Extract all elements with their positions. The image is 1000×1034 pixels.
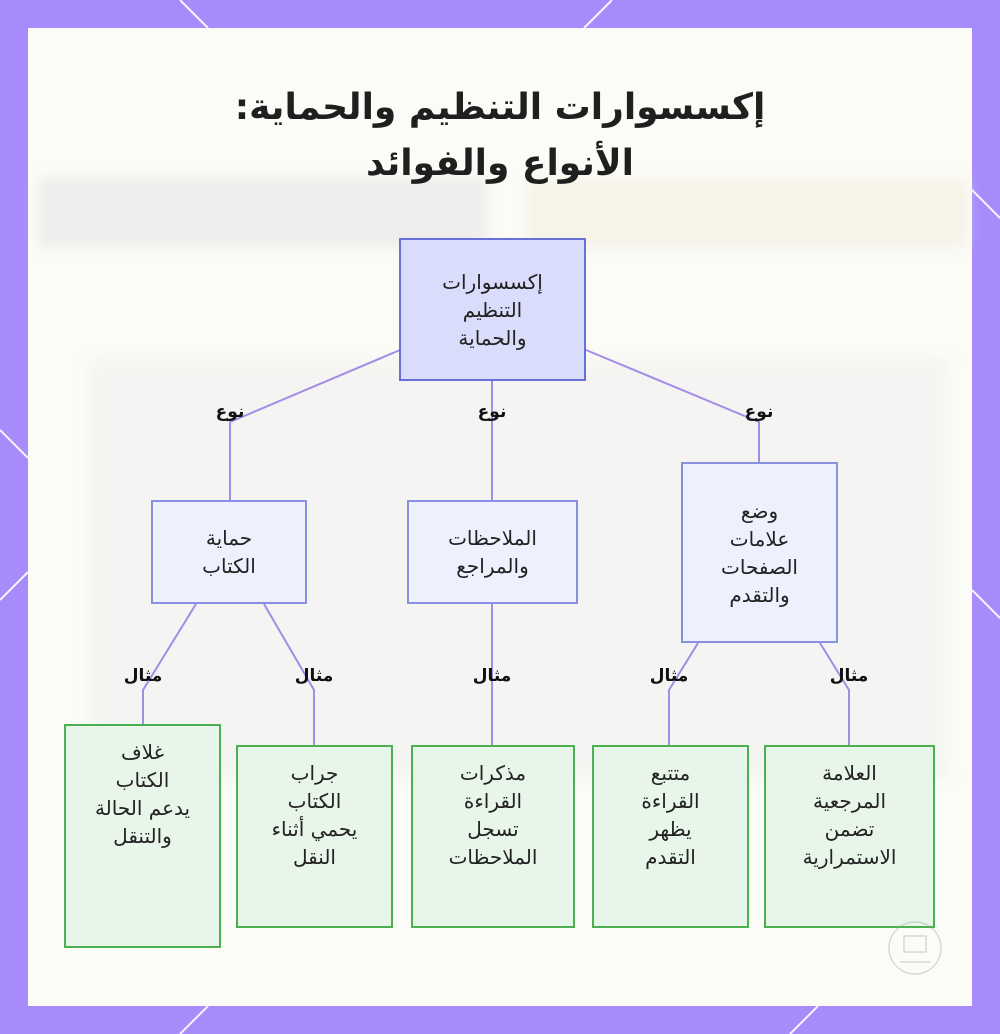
edge-label-example: مثال — [649, 666, 689, 686]
title-line-1: إكسسوارات التنظيم والحماية: — [234, 87, 766, 128]
node-notes-references: الملاحظات والمراجع — [407, 500, 578, 604]
node-book-sleeve: جراب الكتاب يحمي أثناء النقل — [236, 745, 393, 928]
watermark-logo — [888, 921, 942, 975]
edge-label-example: مثال — [123, 666, 163, 686]
diagram-title: إكسسوارات التنظيم والحماية: الأنواع والف… — [0, 80, 1000, 192]
node-reading-tracker-label: متتبع القراءة يظهر التقدم — [641, 761, 700, 869]
edge-label-type: نوع — [477, 402, 507, 422]
node-reading-tracker: متتبع القراءة يظهر التقدم — [592, 745, 749, 928]
background-blur-block — [38, 178, 488, 248]
node-reading-notes: مذكرات القراءة تسجل الملاحظات — [411, 745, 575, 928]
node-reading-notes-label: مذكرات القراءة تسجل الملاحظات — [448, 761, 538, 869]
node-book-sleeve-label: جراب الكتاب يحمي أثناء النقل — [271, 761, 358, 869]
edge-bookmarks-to-bookmark — [819, 642, 850, 745]
node-root: إكسسوارات التنظيم والحماية — [399, 238, 586, 381]
edge-bookmarks-to-tracker — [668, 642, 699, 745]
node-bookmark: العلامة المرجعية تضمن الاستمرارية — [764, 745, 935, 928]
edge-label-example: مثال — [829, 666, 869, 686]
edge-label-example: مثال — [294, 666, 334, 686]
edge-label-type: نوع — [215, 402, 245, 422]
edge-label-example: مثال — [472, 666, 512, 686]
title-line-2: الأنواع والفوائد — [365, 143, 635, 184]
edge-root-to-bookmarks — [585, 349, 760, 462]
node-book-protection-label: حماية الكتاب — [202, 526, 256, 578]
node-book-cover-label: غلاف الكتاب يدعم الحالة والتنقل — [94, 740, 191, 848]
edge-protection-to-cover — [142, 603, 197, 724]
node-root-label: إكسسوارات التنظيم والحماية — [442, 269, 543, 350]
node-bookmarks-progress: وضع علامات الصفحات والتقدم — [681, 462, 838, 643]
node-notes-references-label: الملاحظات والمراجع — [448, 526, 537, 578]
edge-label-type: نوع — [744, 402, 774, 422]
edge-root-to-protection — [229, 349, 401, 500]
node-book-protection: حماية الكتاب — [151, 500, 307, 604]
node-bookmark-label: العلامة المرجعية تضمن الاستمرارية — [802, 761, 897, 869]
node-book-cover: غلاف الكتاب يدعم الحالة والتنقل — [64, 724, 221, 948]
node-bookmarks-progress-label: وضع علامات الصفحات والتقدم — [721, 498, 798, 607]
edge-protection-to-sleeve — [263, 603, 315, 745]
background-blur-block — [528, 178, 968, 248]
